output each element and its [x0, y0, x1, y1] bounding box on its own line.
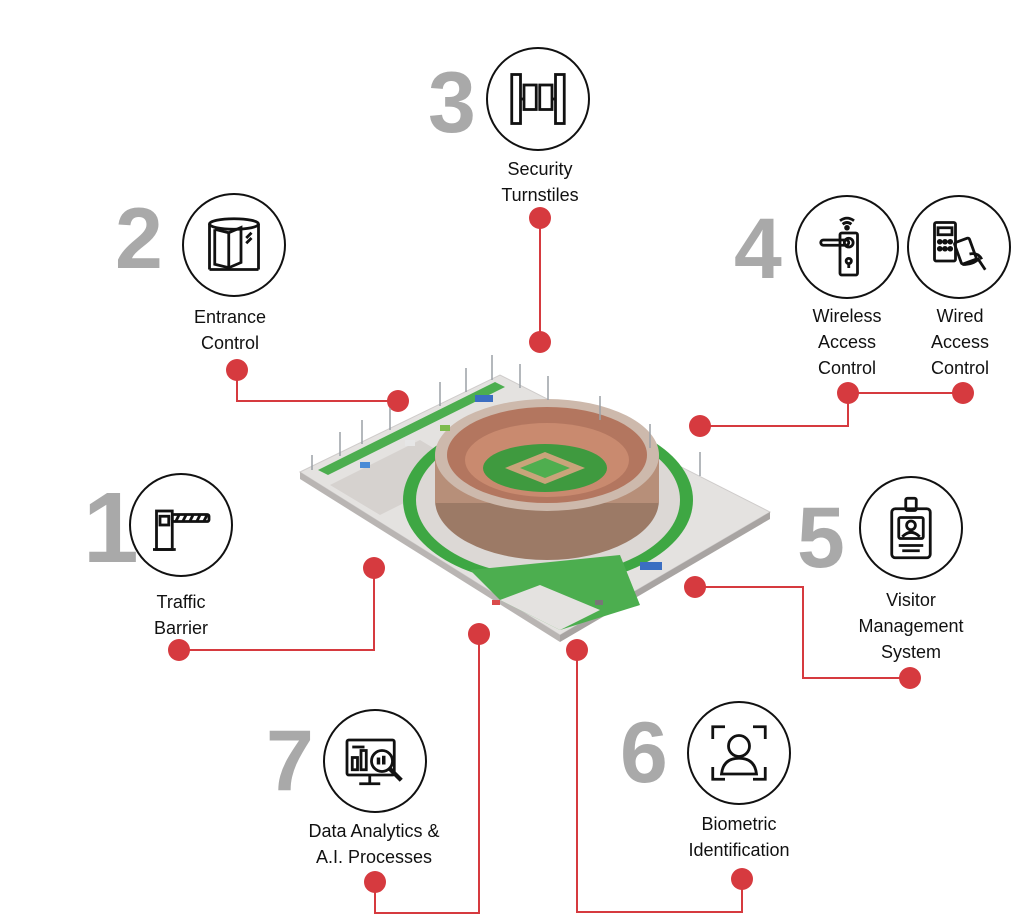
face-scan-icon: [687, 701, 791, 805]
label-entrance-control: Entrance Control: [193, 307, 267, 353]
label-traffic-barrier: Traffic Barrier: [153, 592, 209, 638]
number-6: 6: [620, 705, 668, 801]
dot: [952, 382, 974, 404]
number-2: 2: [115, 191, 163, 287]
number-7: 7: [266, 713, 314, 809]
dot: [364, 871, 386, 893]
label-data-analytics: Data Analytics & A.I. Processes: [308, 821, 440, 867]
wireless-door-lock-icon: [795, 195, 899, 299]
dot: [168, 639, 190, 661]
dot: [387, 390, 409, 412]
number-5: 5: [797, 490, 845, 586]
card-reader-icon: [907, 195, 1011, 299]
dot: [684, 576, 706, 598]
label-wired-access-control: Wired Access Control: [930, 306, 990, 378]
dot: [529, 207, 551, 229]
revolving-door-icon: [182, 193, 286, 297]
traffic-barrier-icon: [129, 473, 233, 577]
dot: [363, 557, 385, 579]
connector-5: [695, 586, 910, 679]
dot: [529, 331, 551, 353]
dot: [837, 382, 859, 404]
connector-4: [700, 392, 963, 427]
label-wireless-access-control: Wireless Access Control: [812, 306, 882, 378]
dot: [226, 359, 248, 381]
connector-6: [576, 650, 743, 913]
label-security-turnstiles: Security Turnstiles: [501, 159, 579, 205]
dot: [468, 623, 490, 645]
number-3: 3: [428, 55, 476, 151]
dot: [566, 639, 588, 661]
connector-7: [374, 634, 480, 914]
dot: [899, 667, 921, 689]
label-biometric-identification: Biometric Identification: [688, 814, 790, 860]
label-visitor-management-system: Visitor Management System: [858, 590, 964, 662]
analytics-magnifier-icon: [323, 709, 427, 813]
connector-1: [179, 568, 375, 651]
dot: [731, 868, 753, 890]
id-badge-icon: [859, 476, 963, 580]
turnstile-icon: [486, 47, 590, 151]
number-4: 4: [734, 201, 782, 297]
dot: [689, 415, 711, 437]
